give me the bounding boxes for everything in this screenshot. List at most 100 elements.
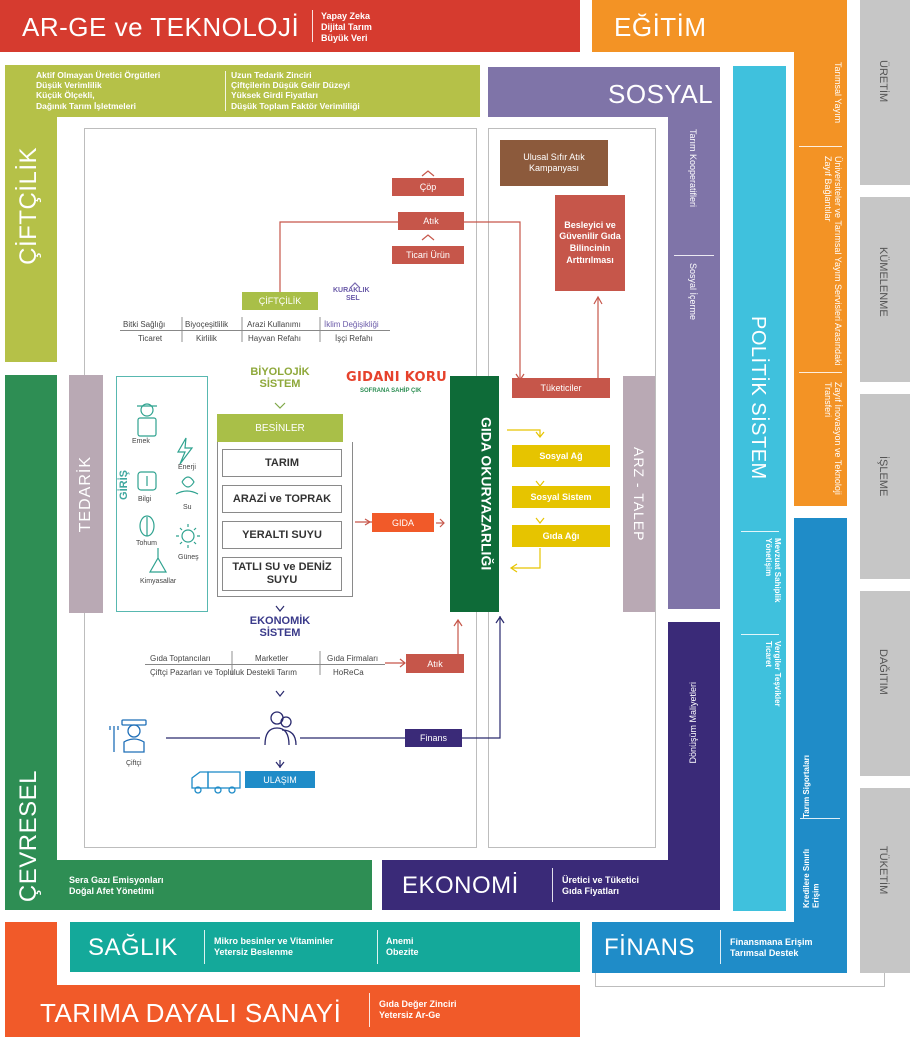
row3-item-3: Gıda Firmaları — [327, 654, 379, 663]
kuraklik-label: KURAKLIK — [333, 287, 370, 294]
saglik-title: SAĞLIK — [88, 934, 178, 961]
gida-agi-box: Gıda Ağı — [512, 525, 610, 547]
input-su: Su — [183, 504, 192, 511]
sel-label: SEL — [346, 295, 360, 302]
gidani-koru-sub: SOFRANA SAHİP ÇIK — [360, 388, 422, 394]
giris-panel — [116, 376, 208, 612]
system-arazi: ARAZİ ve TOPRAK — [222, 485, 342, 513]
sosyal-title: SOSYAL — [608, 79, 714, 109]
system-yeralti: YERALTI SUYU — [222, 521, 342, 549]
sanayi-title: TARIMA DAYALI SANAYİ — [40, 998, 342, 1028]
row1-item-2: Biyoçeşitlilik — [185, 320, 229, 329]
system-tarim: TARIM — [222, 449, 342, 477]
truck-icon — [191, 771, 241, 794]
politik-item-2: Vergiler Teşvikler Ticaret — [764, 641, 782, 707]
tuketiciler-box: Tüketiciler — [512, 378, 610, 398]
gida-box: GIDA — [372, 513, 434, 532]
sosyal-sistem-box: Sosyal Sistem — [512, 486, 610, 508]
input-gunes: Güneş — [178, 554, 199, 561]
input-enerji: Enerji — [178, 464, 196, 471]
input-kimyasallar: Kimyasallar — [140, 578, 177, 585]
row4-item-1: Çiftçi Pazarları ve Topluluk Destekli Ta… — [150, 668, 297, 677]
politik-item-1: Mevzuat Sahiplik Yönetişim — [764, 538, 782, 603]
finans-box: Finans — [405, 729, 462, 747]
gunes-icon — [176, 524, 200, 548]
outer-bracket — [595, 973, 885, 987]
ulasim-box: ULAŞIM — [245, 771, 315, 788]
arge-title: AR-GE ve TEKNOLOJİ — [22, 12, 300, 42]
consumers-icon — [264, 711, 297, 746]
biyolojik-label: BİYOLOJİK SİSTEM — [250, 366, 310, 391]
row2-item-3: Hayvan Refahı — [248, 334, 301, 343]
emek-icon — [137, 403, 157, 437]
sosyal-ag-box: Sosyal Ağ — [512, 445, 610, 467]
finans-side: Tarım Sigortaları Kredilere Sınırlı Eriş… — [794, 518, 847, 973]
tedarik-column: TEDARİK — [69, 375, 103, 613]
input-bilgi: Bilgi — [138, 496, 152, 503]
tohum-icon — [139, 515, 155, 537]
row1-item-3: Arazi Kullanımı — [247, 320, 301, 329]
row2-item-2: Kirlilik — [196, 334, 217, 343]
besleyici-box: Besleyici ve Güvenilir Gıda Bilincinin A… — [555, 195, 625, 291]
ciftci-icon — [109, 719, 147, 753]
sosyal-column: Tarım Kooperatifleri Sosyal İçerme — [668, 117, 720, 609]
systems-frame — [217, 442, 353, 597]
ciftcilik-column: ÇİFTÇİLİK — [5, 117, 57, 362]
stage-dagitim: DAĞITIM — [860, 591, 910, 776]
gidani-koru-logo: GIDANI KORU — [346, 370, 448, 385]
row1-item-1: Bitki Sağlığı — [123, 320, 166, 329]
system-tatli-su: TATLI SU ve DENİZ SUYU — [222, 557, 342, 591]
cevresel-column: ÇEVRESEL — [5, 375, 57, 910]
egitim-band: EĞİTİM — [592, 0, 847, 52]
input-icons — [137, 403, 200, 573]
row3-item-1: Gıda Toptancıları — [150, 654, 211, 663]
arz-talep-column: ARZ - TALEP — [623, 376, 655, 612]
stage-tuketim: TÜKETİM — [860, 788, 910, 973]
atik2-box: Atık — [406, 654, 464, 673]
enerji-icon — [176, 437, 194, 465]
ciftcilik-tag: ÇİFTÇİLİK — [242, 292, 318, 310]
sosyal-item-2: Sosyal İçerme — [688, 263, 698, 321]
finans-title: FİNANS — [604, 934, 696, 961]
bottom-icons — [109, 711, 297, 794]
egitim-item-2: Üniversiteler ve Tarımsal Yayım Servisle… — [823, 156, 843, 366]
row2-item-1: Ticaret — [138, 334, 163, 343]
ticari-urun-box: Ticari Ürün — [392, 246, 464, 264]
politik-title: POLİTİK SİSTEM — [747, 316, 769, 480]
input-emek: Emek — [132, 438, 150, 445]
egitim-title: EĞİTİM — [614, 12, 707, 42]
stage-kumelenme: KÜMELENME — [860, 197, 910, 382]
input-tohum: Tohum — [136, 540, 158, 547]
su-icon — [175, 476, 199, 495]
kimyasal-icon — [148, 548, 168, 573]
ekonomi-title: EKONOMİ — [402, 872, 519, 899]
ekonomi-side: Dönüşüm Maliyetleri — [668, 622, 720, 862]
bilgi-icon — [137, 471, 157, 491]
row3-item-2: Marketler — [255, 654, 289, 663]
besinler-box: BESİNLER — [217, 414, 343, 442]
row2-item-4: İşçi Refahı — [335, 334, 373, 343]
stage-uretim: ÜRETİM — [860, 0, 910, 185]
politik-column: POLİTİK SİSTEM Mevzuat Sahiplik Yönetişi… — [733, 66, 786, 911]
egitim-item-3: Zayıf İnovasyon ve Teknoloji Transferi — [823, 382, 843, 495]
kampanya-box: Ulusal Sıfır Atık Kampanyası — [500, 140, 608, 186]
cop-box: Çöp — [392, 178, 464, 196]
sosyal-item-1: Tarım Kooperatifleri — [688, 129, 698, 208]
egitim-column: Tarımsal Yayım Üniversiteler ve Tarımsal… — [794, 52, 847, 506]
